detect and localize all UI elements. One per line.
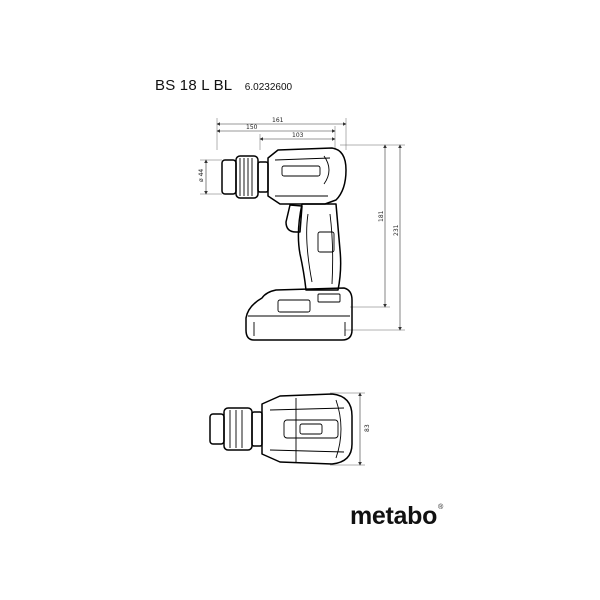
chuck-top xyxy=(209,407,263,451)
switch-top xyxy=(299,423,323,435)
dimension-width: 83 xyxy=(330,392,371,466)
chuck-side xyxy=(221,155,269,199)
dimension-lengths: 161 150 103 xyxy=(216,117,347,150)
dimension-heights: 181 231 xyxy=(340,144,405,331)
motor-housing xyxy=(267,147,347,205)
grip xyxy=(297,203,342,291)
body-top xyxy=(261,393,353,465)
dimension-label-181: 181 xyxy=(378,210,385,222)
logo-wordmark: metabo xyxy=(350,502,438,530)
side-view-drill xyxy=(221,147,353,341)
dimension-label-231: 231 xyxy=(393,224,400,236)
dimension-label-83: 83 xyxy=(364,424,371,432)
dimension-label-150: 150 xyxy=(246,124,258,131)
housing-badge xyxy=(281,165,321,177)
product-header: BS 18 L BL 6.0232600 xyxy=(155,77,292,95)
dimension-chuck: ø 44 xyxy=(198,159,222,195)
dimension-label-chuck: ø 44 xyxy=(198,169,205,182)
battery-pack xyxy=(245,287,353,341)
registered-mark: ® xyxy=(438,504,443,511)
top-view-drill xyxy=(209,393,353,465)
model-name: BS 18 L BL xyxy=(155,77,233,94)
dimension-label-161: 161 xyxy=(272,117,284,124)
article-number: 6.0232600 xyxy=(244,82,293,93)
dimension-label-103: 103 xyxy=(292,132,304,139)
metabo-logo: metabo® xyxy=(350,502,443,531)
